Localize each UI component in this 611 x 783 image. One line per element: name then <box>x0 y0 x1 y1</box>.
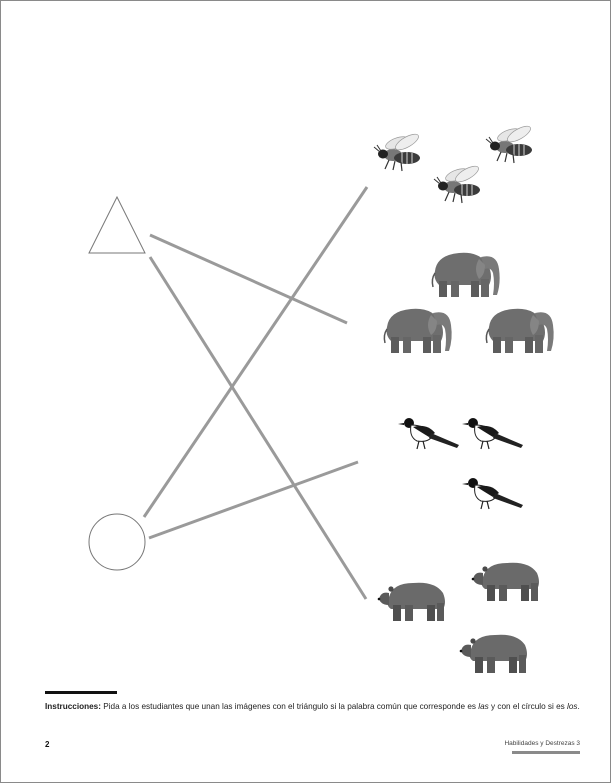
instructions-part-3: . <box>577 702 580 711</box>
magpies-picture[interactable] <box>397 417 524 510</box>
page-number: 2 <box>45 740 50 749</box>
line-circle-to-magpies <box>148 460 359 540</box>
word-los: los <box>567 702 578 711</box>
matching-artwork <box>88 122 555 673</box>
elephants-picture[interactable] <box>383 252 555 354</box>
line-circle-to-bees <box>142 186 369 518</box>
line-triangle-to-elephants <box>149 233 348 325</box>
instructions-part-1: Pida a los estudiantes que unan las imág… <box>100 702 479 711</box>
bees-picture[interactable] <box>373 122 534 204</box>
book-title: Habilidades y Destrezas 3 <box>504 740 580 747</box>
triangle-shape[interactable] <box>88 195 146 254</box>
bears-picture[interactable] <box>377 562 539 673</box>
instructions-label: Instrucciones: <box>45 702 101 711</box>
instructions-part-2: y con el círculo si es <box>488 702 568 711</box>
line-triangle-to-bears <box>148 256 368 600</box>
instructions-divider <box>45 691 117 694</box>
instructions-text: Instrucciones: Pida a los estudiantes qu… <box>45 701 585 712</box>
circle-shape[interactable] <box>88 513 146 571</box>
footer-bar <box>512 751 580 754</box>
word-las: las <box>478 702 489 711</box>
